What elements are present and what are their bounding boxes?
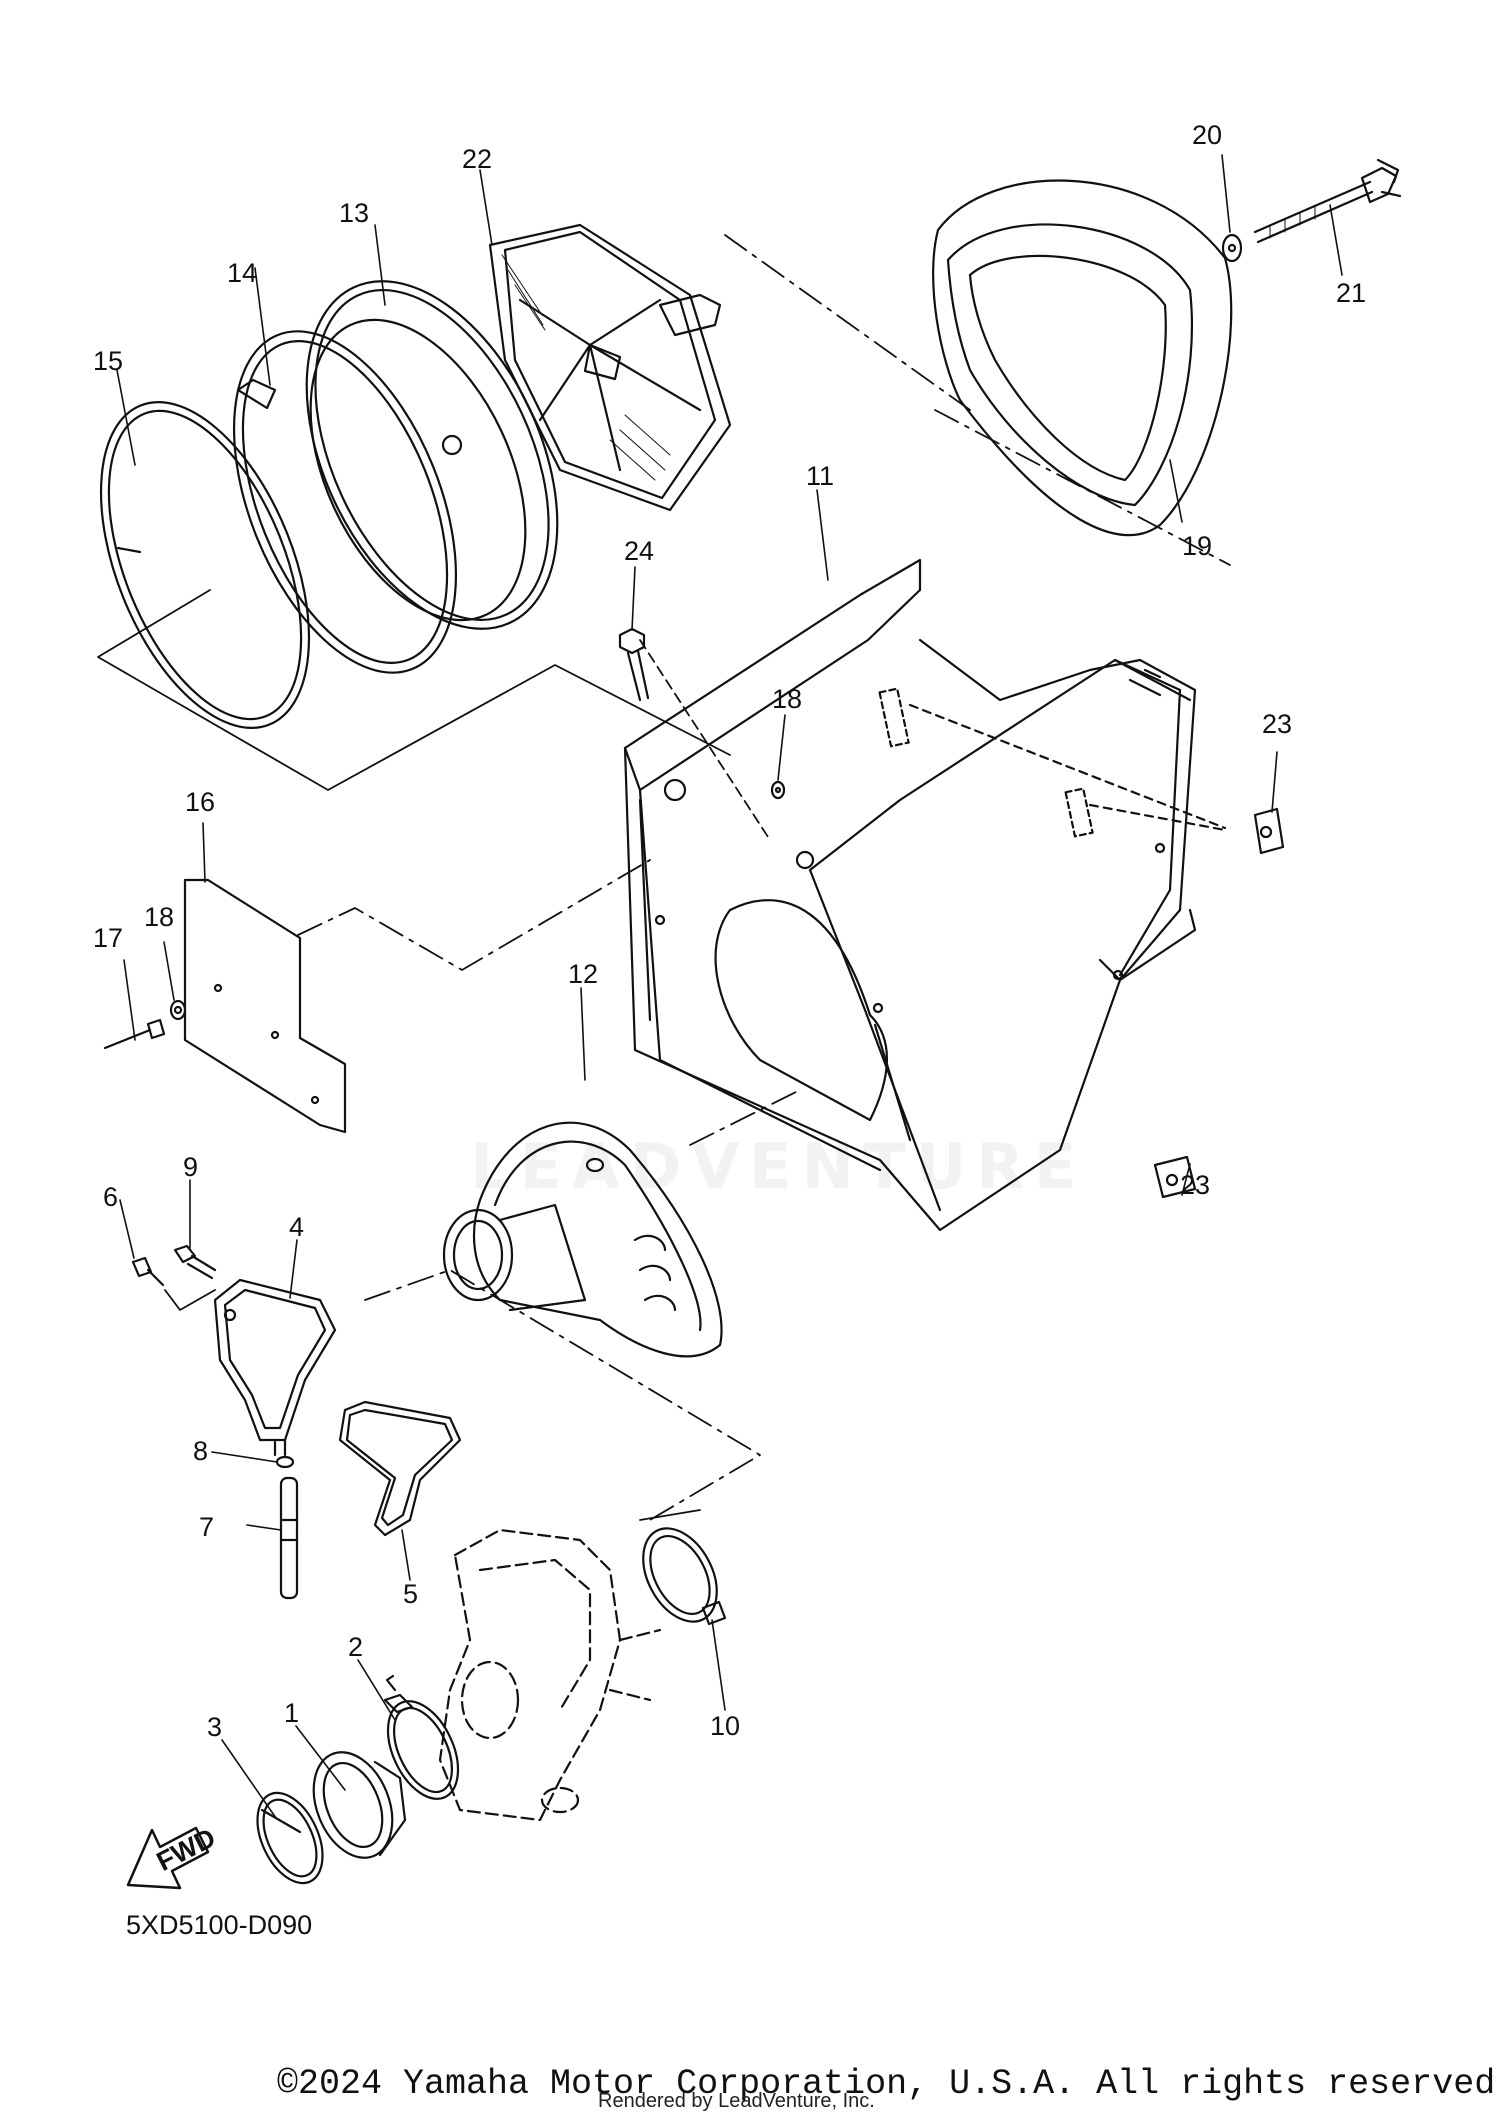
callout-10: 10 xyxy=(710,1711,740,1741)
callout-14: 14 xyxy=(227,258,257,288)
part-11-air-box xyxy=(623,558,1227,1232)
part-15-clamp-band xyxy=(99,401,311,729)
callout-23-lower: 23 xyxy=(1180,1170,1210,1200)
part-9-bolt xyxy=(173,1244,217,1280)
part-13-cap xyxy=(305,280,559,630)
part-6-screw xyxy=(131,1256,165,1287)
part-1-carburetor-joint xyxy=(312,1751,407,1859)
part-4-cover xyxy=(213,1278,337,1457)
callout-4: 4 xyxy=(289,1212,304,1242)
callout-20: 20 xyxy=(1192,120,1222,150)
callout-16: 16 xyxy=(185,787,215,817)
drawing-code: 5XD5100-D090 xyxy=(126,1910,313,1940)
part-24-bolt xyxy=(618,627,650,702)
callout-3: 3 xyxy=(207,1712,222,1742)
callout-5: 5 xyxy=(403,1579,418,1609)
callout-2: 2 xyxy=(348,1632,363,1662)
fwd-arrow-icon: FWD xyxy=(126,1822,220,1890)
callout-24: 24 xyxy=(624,536,654,566)
callout-22: 22 xyxy=(462,144,492,174)
part-2-band xyxy=(383,1674,460,1800)
part-17-rivet xyxy=(103,1018,166,1050)
callout-18-upper: 18 xyxy=(772,684,802,714)
part-10-band xyxy=(642,1527,727,1626)
callout-12: 12 xyxy=(568,959,598,989)
part-23-clip-nut-upper xyxy=(1253,807,1285,855)
callout-6: 6 xyxy=(103,1182,118,1212)
part-20-washer xyxy=(1221,233,1243,263)
part-7-hose xyxy=(279,1476,299,1600)
part-3-band xyxy=(256,1791,324,1885)
part-8-clip xyxy=(275,1455,295,1469)
callout-13: 13 xyxy=(339,198,369,228)
callout-9: 9 xyxy=(183,1152,198,1182)
callout-1: 1 xyxy=(284,1698,299,1728)
callout-8: 8 xyxy=(193,1436,208,1466)
part-22-filter-guide xyxy=(488,223,732,512)
part-5-gasket xyxy=(338,1400,462,1537)
part-14-filter-cage xyxy=(232,330,458,674)
callout-21: 21 xyxy=(1336,278,1366,308)
part-19-air-filter xyxy=(932,179,1233,537)
part-18-grommet-upper xyxy=(770,780,786,800)
callout-19: 19 xyxy=(1182,531,1212,561)
carburetor-phantom xyxy=(438,1528,662,1822)
callout-11: 11 xyxy=(806,461,834,491)
callout-numbers: 1 2 3 4 5 6 7 8 9 10 11 12 13 14 15 16 1… xyxy=(93,120,1366,1742)
callout-18-lower: 18 xyxy=(144,902,174,932)
part-18-grommet-lower xyxy=(169,999,187,1021)
part-12-air-box-joint xyxy=(442,1121,723,1358)
fwd-label: FWD xyxy=(152,1822,220,1877)
rendered-by-credit: Rendered by LeadVenture, Inc. xyxy=(598,2090,875,2112)
callout-17: 17 xyxy=(93,923,123,953)
callout-15: 15 xyxy=(93,346,123,376)
part-23-clip-nut-lower xyxy=(1153,1155,1197,1199)
part-21-wing-bolt xyxy=(1253,158,1402,244)
copyright-notice: ©2024 Yamaha Motor Corporation, U.S.A. A… xyxy=(277,2064,1500,2104)
leader-lines xyxy=(116,154,1343,1819)
part-16-plate xyxy=(183,878,347,1134)
assembly-lines xyxy=(97,234,1231,1521)
callout-7: 7 xyxy=(199,1512,214,1542)
callout-23-upper: 23 xyxy=(1262,709,1292,739)
